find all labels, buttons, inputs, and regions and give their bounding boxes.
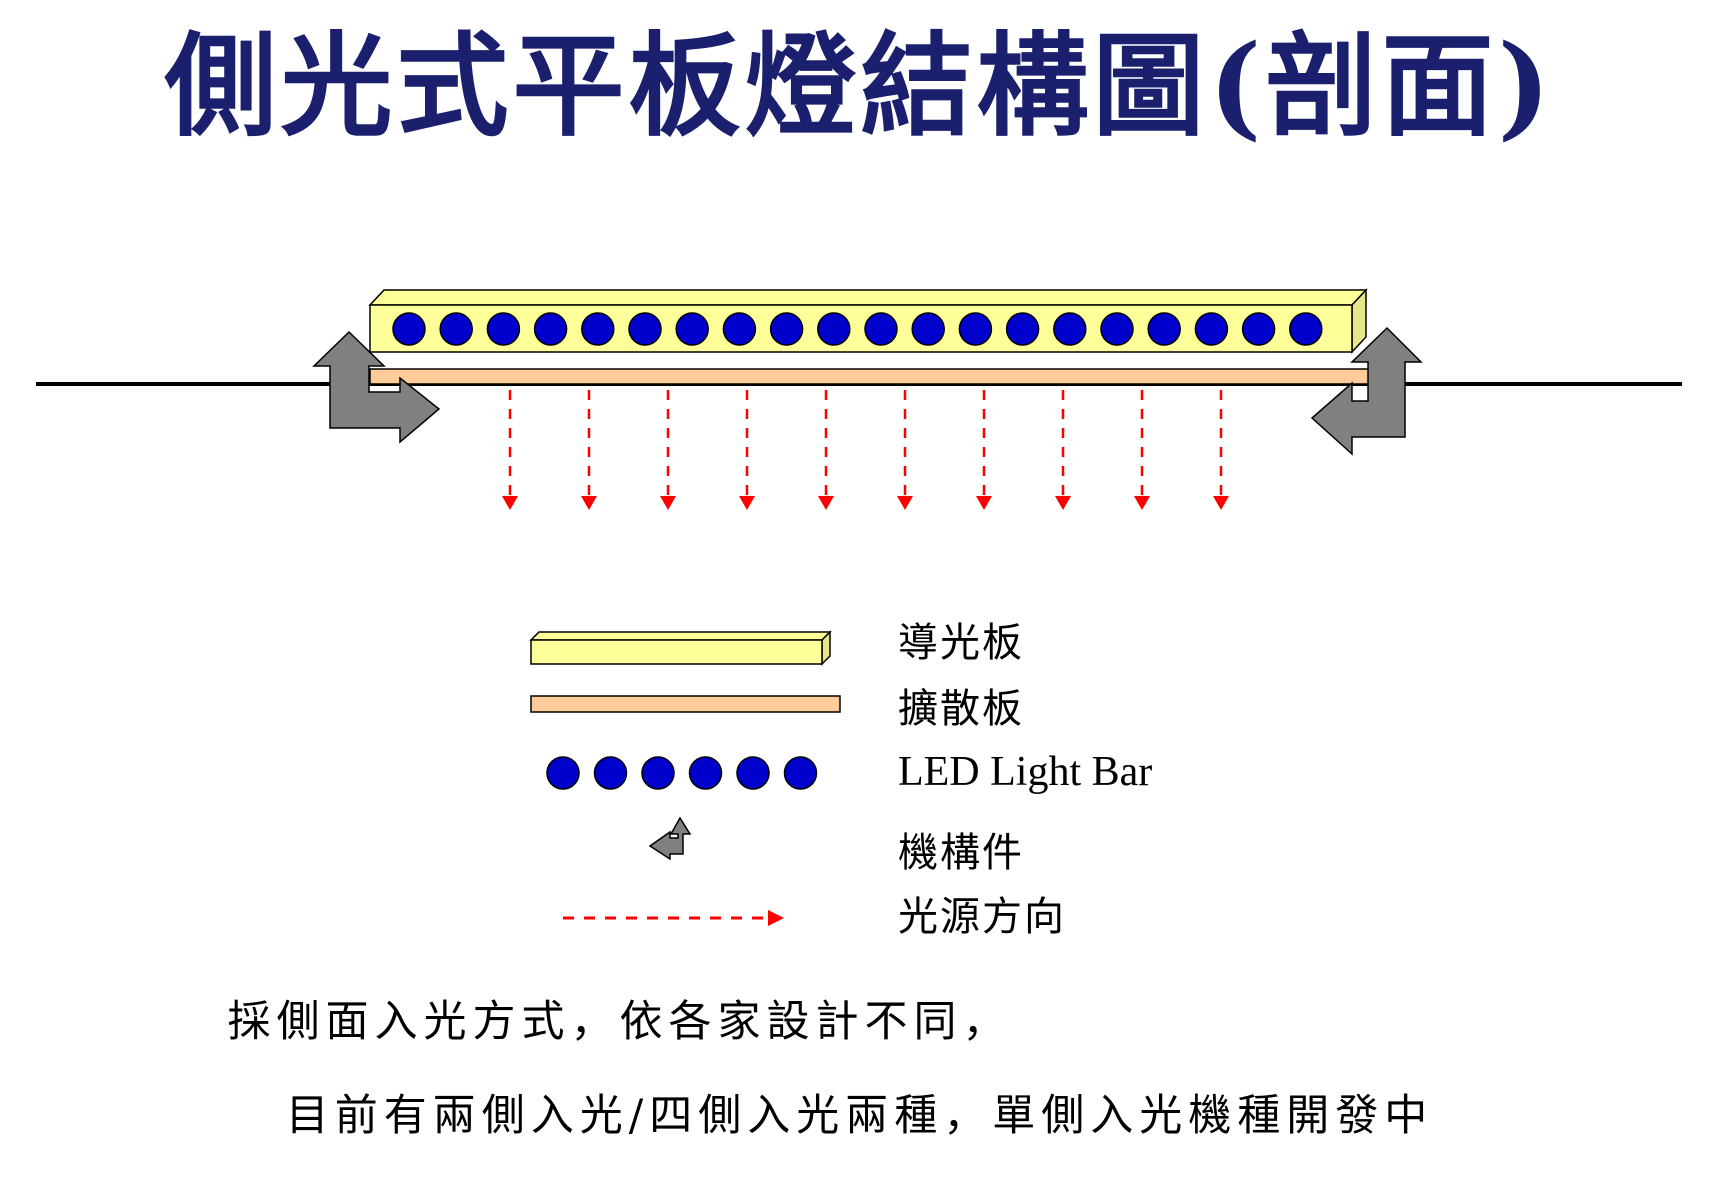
legend-light-direction-symbol — [563, 910, 784, 926]
legend-light-direction-label: 光源方向 — [898, 894, 1066, 940]
led-dot-icon — [392, 312, 426, 346]
note-line-2: 目前有兩側入光/四側入光兩種，單側入光機種開發中 — [285, 1091, 1434, 1141]
arrow-head-icon — [502, 496, 518, 510]
light-guide-plate — [368, 288, 1368, 354]
led-dot-icon — [593, 756, 628, 790]
led-dot-icon — [641, 756, 675, 790]
bent-arrow-icon — [648, 816, 692, 861]
led-dot-icon — [675, 312, 709, 346]
led-dot-icon — [769, 312, 804, 346]
arrow-head-icon — [739, 496, 755, 510]
led-light-bar — [392, 312, 1323, 346]
bent-arrow-icon — [1310, 326, 1423, 456]
led-dot-icon — [1005, 312, 1040, 346]
page-title: 側光式平板燈結構圖(剖面) — [164, 21, 1555, 152]
arrow-head-icon — [976, 496, 992, 510]
led-dot-icon — [628, 312, 662, 346]
legend-guide-plate-symbol — [529, 630, 832, 666]
legend-led-label: LED Light Bar — [898, 749, 1153, 795]
led-dot-icon — [911, 312, 945, 346]
led-dot-icon — [533, 312, 568, 346]
led-dot-icon — [958, 312, 993, 346]
legend-guide-plate-label: 導光板 — [898, 620, 1024, 666]
led-dot-icon — [1053, 312, 1087, 346]
led-dot-icon — [1241, 312, 1276, 346]
bent-arrow-icon — [312, 330, 441, 444]
arrow-head-icon — [581, 496, 597, 510]
led-dot-icon — [783, 756, 818, 790]
mechanical-part-left — [312, 330, 441, 444]
led-dot-icon — [722, 312, 757, 346]
arrow-head-icon — [660, 496, 676, 510]
led-dot-icon — [1147, 312, 1181, 346]
led-dot-icon — [864, 312, 898, 346]
led-dot-icon — [486, 312, 521, 346]
arrow-head-icon — [818, 496, 834, 510]
led-dot-icon — [1100, 312, 1134, 346]
arrow-head-icon — [897, 496, 913, 510]
led-dot-icon — [817, 312, 851, 346]
led-dot-icon — [688, 756, 723, 790]
diffuser-plate — [369, 368, 1373, 385]
arrow-head-icon — [1134, 496, 1150, 510]
legend-diffuser-symbol — [530, 695, 841, 713]
light-direction-arrows — [502, 390, 1229, 510]
legend-led-symbol — [546, 756, 818, 790]
mechanical-part-right — [1310, 326, 1423, 456]
legend-diffuser-label: 擴散板 — [898, 686, 1024, 732]
led-dot-icon — [1194, 312, 1229, 346]
legend-mechanical-symbol — [648, 816, 692, 861]
led-dot-icon — [546, 756, 580, 790]
led-dot-icon — [1289, 312, 1323, 346]
led-dot-icon — [581, 312, 615, 346]
led-dot-icon — [736, 756, 770, 790]
arrow-head-icon — [1213, 496, 1229, 510]
note-line-1: 採側面入光方式，依各家設計不同， — [227, 997, 1012, 1047]
led-dot-icon — [439, 312, 473, 346]
arrow-head-icon — [1055, 496, 1071, 510]
legend-mechanical-label: 機構件 — [898, 830, 1024, 876]
